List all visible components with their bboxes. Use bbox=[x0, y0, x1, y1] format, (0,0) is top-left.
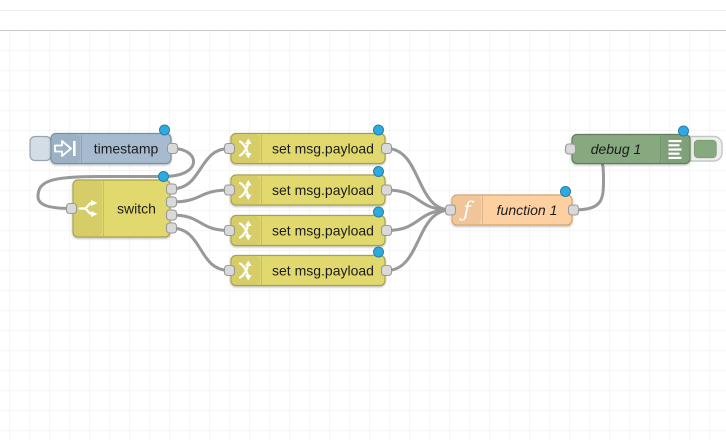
changed-indicator bbox=[373, 124, 384, 136]
node-function-function-1: ƒ function 1 bbox=[444, 186, 580, 226]
change-swap-icon bbox=[238, 220, 252, 241]
output-port-0[interactable] bbox=[380, 184, 393, 196]
wire-switch1-to-change4[interactable] bbox=[170, 226, 231, 272]
output-port-0[interactable] bbox=[380, 264, 393, 277]
inject-arrow-icon bbox=[54, 140, 76, 157]
icon-region bbox=[74, 181, 102, 236]
changed-indicator bbox=[373, 166, 384, 177]
changed-indicator bbox=[373, 246, 384, 258]
output-port-0[interactable] bbox=[380, 224, 393, 237]
icon-region bbox=[52, 134, 80, 163]
node-label: set msg.payload bbox=[272, 263, 374, 279]
input-port[interactable] bbox=[223, 184, 236, 196]
input-port[interactable] bbox=[223, 142, 236, 155]
input-port[interactable] bbox=[65, 202, 78, 215]
changed-indicator bbox=[373, 206, 384, 218]
input-port[interactable] bbox=[223, 264, 236, 277]
node-label: function 1 bbox=[497, 202, 558, 218]
node-change-set-msg-payload: set msg.payload bbox=[223, 206, 393, 247]
wire-inject1-to-switch1[interactable] bbox=[36, 147, 195, 210]
node-inject-timestamp: timestamp bbox=[29, 124, 179, 165]
icon-region bbox=[453, 196, 481, 224]
changed-indicator bbox=[159, 124, 170, 136]
node-change-set-msg-payload: set msg.payload bbox=[223, 246, 393, 287]
output-port-2[interactable] bbox=[165, 209, 178, 221]
input-port[interactable] bbox=[223, 224, 236, 237]
node-change-set-msg-payload: set msg.payload bbox=[223, 166, 393, 206]
output-port-0[interactable] bbox=[165, 183, 178, 195]
wire-change1-to-function1[interactable] bbox=[385, 147, 452, 212]
wires-layer bbox=[36, 147, 606, 272]
output-port-0[interactable] bbox=[380, 142, 393, 155]
output-port-0[interactable] bbox=[567, 204, 580, 216]
changed-indicator bbox=[158, 171, 169, 182]
function-f-icon: ƒ bbox=[459, 198, 474, 222]
wire-switch1-to-change1[interactable] bbox=[170, 147, 231, 191]
wire-switch1-to-change2[interactable] bbox=[170, 188, 231, 204]
changed-indicator bbox=[678, 125, 689, 137]
node-debug-debug-1: debug 1 bbox=[564, 125, 723, 165]
change-swap-icon bbox=[238, 180, 252, 200]
output-port-0[interactable] bbox=[166, 142, 179, 155]
node-change-set-msg-payload: set msg.payload bbox=[223, 124, 393, 165]
input-port[interactable] bbox=[564, 143, 577, 155]
inject-button[interactable] bbox=[29, 135, 52, 162]
node-label: set msg.payload bbox=[272, 182, 374, 198]
node-label: set msg.payload bbox=[272, 223, 374, 239]
debug-toggle-state[interactable] bbox=[693, 139, 717, 159]
change-swap-icon bbox=[238, 138, 252, 159]
wire-switch1-to-change3[interactable] bbox=[170, 213, 231, 232]
wire-change4-to-function1[interactable] bbox=[385, 208, 452, 272]
changed-indicator bbox=[560, 186, 571, 197]
node-switch-switch: switch bbox=[65, 171, 178, 238]
node-label: debug 1 bbox=[591, 141, 642, 157]
node-label: switch bbox=[117, 201, 156, 217]
node-label: timestamp bbox=[94, 141, 159, 157]
node-label: set msg.payload bbox=[272, 141, 374, 157]
svg-text:ƒ: ƒ bbox=[459, 198, 474, 222]
output-port-1[interactable] bbox=[165, 196, 178, 208]
output-port-3[interactable] bbox=[165, 222, 178, 234]
switch-branch-icon bbox=[78, 200, 98, 217]
input-port[interactable] bbox=[444, 204, 457, 216]
debug-lines-icon bbox=[668, 140, 682, 159]
change-swap-icon bbox=[238, 260, 252, 281]
